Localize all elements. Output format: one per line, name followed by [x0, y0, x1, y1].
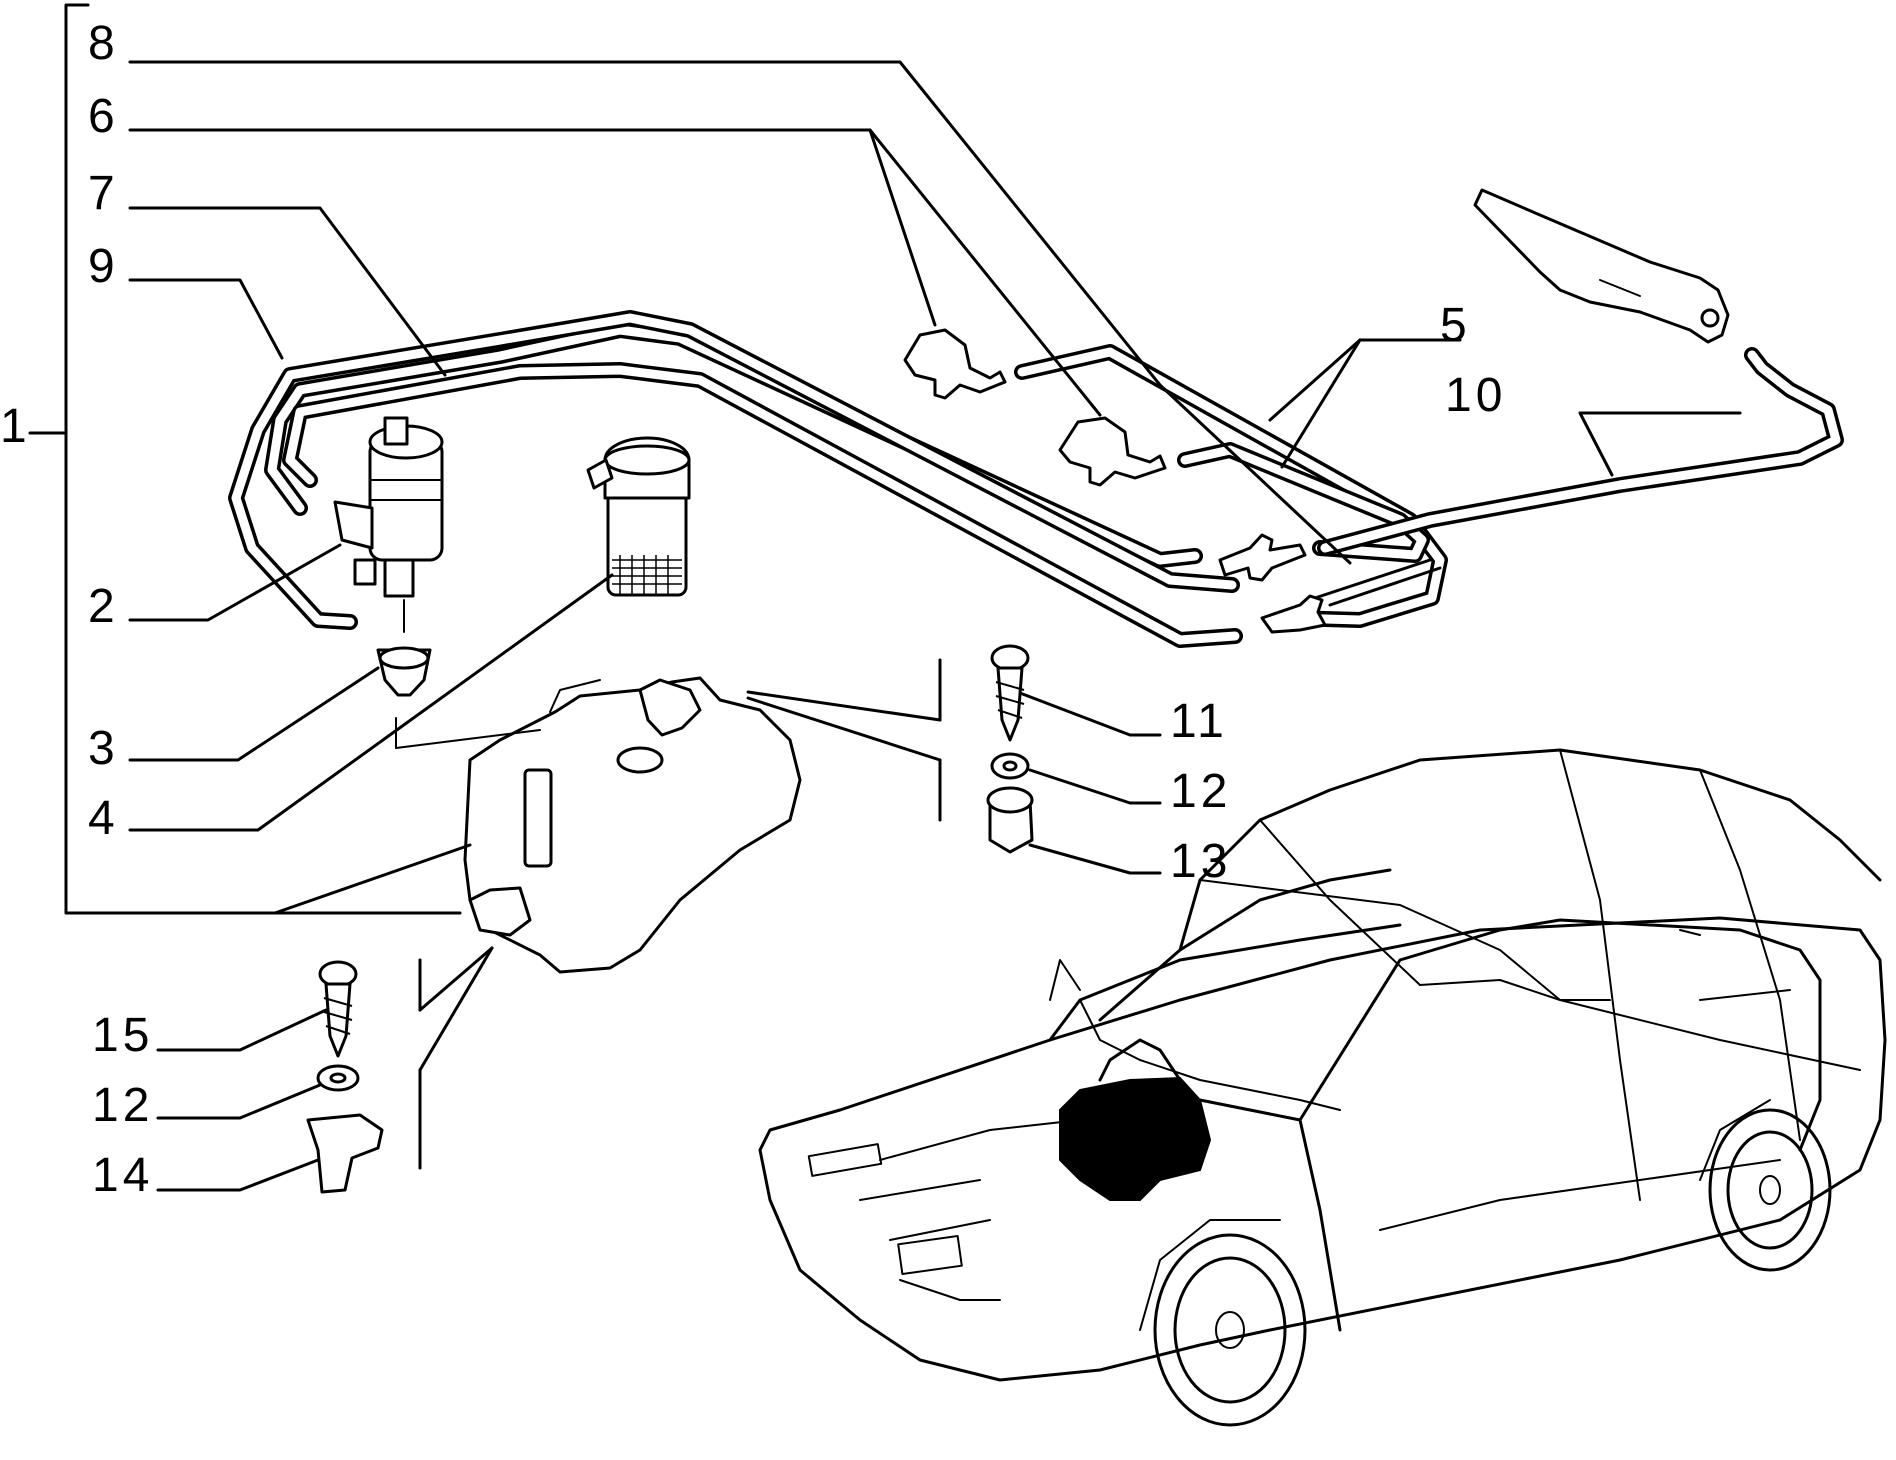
callout-14: 14: [92, 1149, 154, 1202]
callout-9: 9: [88, 240, 119, 293]
callout-15: 15: [92, 1009, 154, 1062]
callout-2: 2: [88, 580, 119, 633]
fixings-left: [306, 946, 494, 1194]
grommet: [376, 599, 432, 697]
fixings-right: [746, 644, 1034, 854]
callout-4: 4: [88, 792, 119, 845]
washer-hoses: [228, 310, 1844, 648]
callout-3: 3: [88, 722, 119, 775]
washer-nozzle: [903, 328, 1167, 487]
callout-7: 7: [88, 167, 119, 220]
callout-1: 1: [0, 400, 31, 453]
callout-10: 10: [1445, 369, 1507, 422]
car-illustration: [758, 748, 1887, 1427]
callout-13: 13: [1170, 835, 1232, 888]
callout-12-upper: 12: [1170, 765, 1232, 818]
callout-5: 5: [1440, 299, 1471, 352]
callout-8: 8: [88, 17, 119, 70]
filter: [586, 436, 691, 597]
leader-lines: [66, 60, 1742, 1192]
callout-11: 11: [1170, 695, 1228, 748]
t-connector: [1218, 533, 1327, 634]
washer-pump: [333, 416, 444, 598]
callout-12-lower: 12: [92, 1079, 154, 1132]
callout-6: 6: [88, 90, 119, 143]
rear-wiper-arm: [1473, 188, 1730, 344]
reservoir: [395, 676, 802, 974]
